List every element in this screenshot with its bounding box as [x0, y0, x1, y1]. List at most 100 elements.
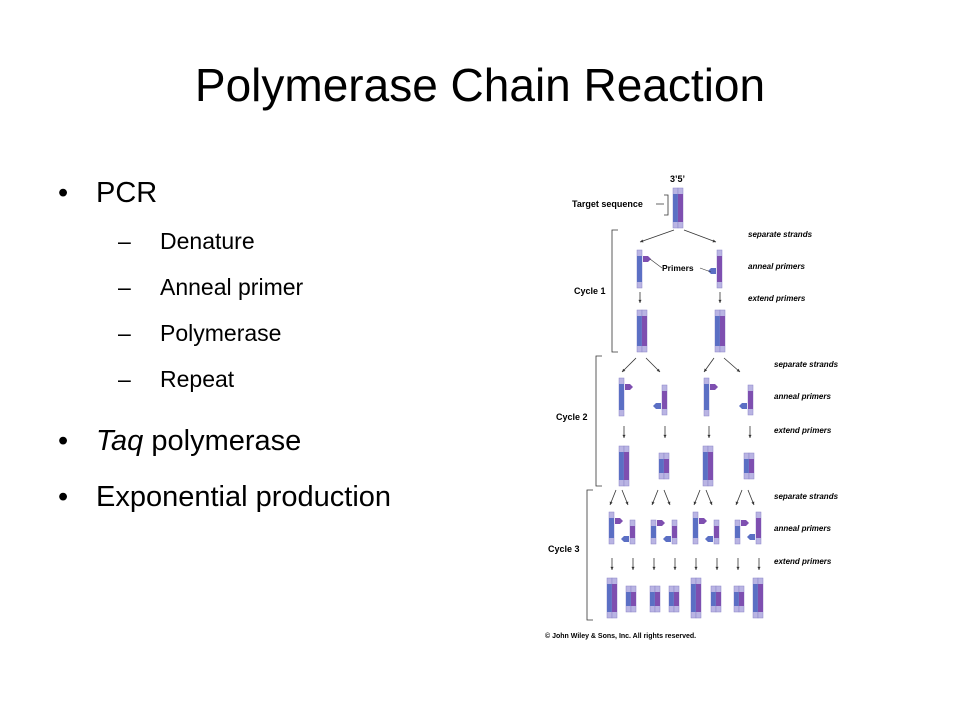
primers-label: Primers: [662, 263, 694, 273]
primer-mark: [657, 520, 665, 526]
arrow-head: [652, 566, 656, 570]
primer-mark: [653, 403, 661, 409]
arrow-head: [704, 368, 708, 372]
target-region: [659, 459, 664, 473]
flow-arrow: [621, 357, 637, 373]
arrow-head: [656, 368, 660, 372]
arrow-head: [718, 299, 722, 303]
primer-mark: [705, 536, 713, 542]
target-region: [669, 592, 674, 606]
target-region: [631, 592, 636, 606]
sub-bullet-denature: Denature: [118, 218, 391, 264]
arrow-head: [610, 566, 614, 570]
arrow-head: [651, 501, 655, 505]
target-region: [696, 584, 701, 612]
sub-bullet-polymerase: Polymerase: [118, 310, 391, 356]
primer-mark: [663, 536, 671, 542]
cycle-2-label: Cycle 2: [556, 412, 588, 422]
bullet-taq: Taq polymerase: [58, 424, 391, 458]
arrow-head: [609, 501, 613, 505]
target-region: [708, 452, 713, 480]
flow-arrow: [683, 229, 717, 243]
cycle-1-label: Cycle 1: [574, 286, 606, 296]
arrow-head: [638, 299, 642, 303]
target-bracket: [656, 194, 669, 216]
target-region: [673, 194, 678, 222]
bullet-list: PCR Denature Anneal primer Polymerase Re…: [58, 176, 391, 514]
target-region: [714, 526, 719, 538]
arrow-head: [663, 434, 667, 438]
target-region: [734, 592, 739, 606]
arrow-head: [707, 434, 711, 438]
arrow-head: [694, 566, 698, 570]
arrow-head: [712, 239, 716, 243]
target-region: [672, 526, 677, 538]
bullet-pcr: PCR Denature Anneal primer Polymerase Re…: [58, 176, 391, 402]
flow-arrow: [723, 357, 741, 373]
arrow-head: [622, 368, 626, 372]
target-region: [720, 316, 725, 346]
arrow-head: [757, 566, 761, 570]
step-label: extend primers: [774, 557, 832, 566]
primer-mark: [621, 536, 629, 542]
target-region: [664, 459, 669, 473]
target-region: [735, 526, 740, 538]
step-label: anneal primers: [774, 392, 831, 401]
target-sequence-label: Target sequence: [572, 199, 643, 209]
target-region: [609, 518, 614, 538]
target-region: [626, 592, 631, 606]
target-region: [703, 452, 708, 480]
primer-mark: [747, 534, 755, 540]
arrow-head: [709, 501, 713, 505]
target-region: [619, 452, 624, 480]
target-region: [704, 384, 709, 410]
primer-mark: [699, 518, 707, 524]
step-label: anneal primers: [748, 262, 805, 271]
sub-bullet-repeat: Repeat: [118, 356, 391, 402]
arrow-head: [640, 239, 644, 243]
target-region: [716, 592, 721, 606]
step-label: anneal primers: [774, 524, 831, 533]
arrow-head: [693, 501, 697, 505]
arrow-head: [673, 566, 677, 570]
primer-mark: [615, 518, 623, 524]
target-region: [678, 194, 683, 222]
primer-mark: [710, 384, 718, 390]
target-region: [637, 316, 642, 346]
arrow-head: [715, 566, 719, 570]
bullet-taq-rest: polymerase: [143, 425, 302, 457]
primer-pointer: [649, 258, 663, 269]
flow-arrow: [645, 357, 661, 373]
target-region: [715, 316, 720, 346]
cycle-3-label: Cycle 3: [548, 544, 580, 554]
slide-title: Polymerase Chain Reaction: [194, 59, 766, 111]
pcr-diagram: 3’5’ Target sequence Primers Cycle 1 Cyc…: [545, 174, 839, 640]
arrow-head: [667, 501, 671, 505]
target-region: [749, 459, 754, 473]
target-region: [717, 256, 722, 282]
arrow-head: [736, 368, 740, 372]
target-region: [642, 316, 647, 346]
cycle-bracket: [586, 489, 593, 621]
target-region: [630, 526, 635, 538]
arrow-head: [735, 501, 739, 505]
arrow-head: [625, 501, 629, 505]
step-label: extend primers: [774, 426, 832, 435]
target-region: [655, 592, 660, 606]
primer-mark: [708, 268, 716, 274]
arrow-head: [622, 434, 626, 438]
cycle-bracket: [595, 355, 602, 487]
target-region: [753, 584, 758, 612]
primer-mark: [739, 403, 747, 409]
bullet-pcr-label: PCR: [96, 177, 158, 209]
primer-mark: [741, 520, 749, 526]
target-region: [748, 391, 753, 409]
step-label: extend primers: [748, 294, 806, 303]
arrow-head: [748, 434, 752, 438]
target-region: [662, 391, 667, 409]
arrow-head: [751, 501, 755, 505]
strand-label: 3’5’: [670, 174, 685, 184]
step-label: separate strands: [774, 360, 839, 369]
primer-pointer: [699, 267, 712, 273]
primer-mark: [643, 256, 651, 262]
